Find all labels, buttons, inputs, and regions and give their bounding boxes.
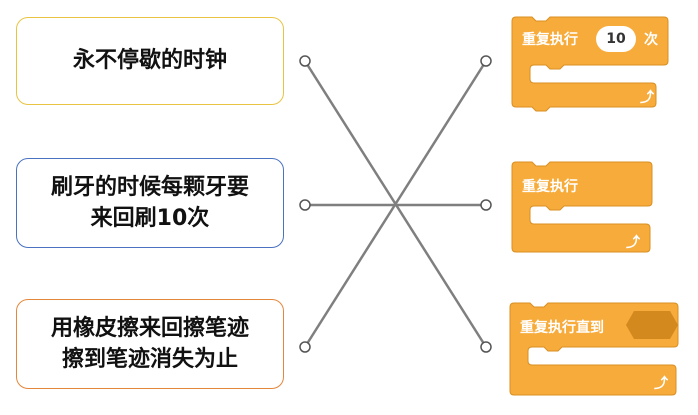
loop-arrow-icon: ⤴ — [654, 376, 668, 392]
loop-arrow-icon: ⤴ — [640, 90, 654, 106]
repeat-until-block[interactable]: 重复执行直到 ⤴ — [509, 302, 680, 397]
scenario-card-clock[interactable]: 永不停歇的时钟 — [16, 17, 284, 105]
forever-block[interactable]: 重复执行 ⤴ — [511, 161, 653, 254]
c-block-shape — [509, 302, 679, 396]
block-label: 重复执行直到 — [520, 320, 604, 336]
connector-dot-left-2[interactable] — [299, 199, 311, 211]
connector-dot-left-3[interactable] — [299, 341, 311, 353]
connector-dot-right-1[interactable] — [480, 55, 492, 67]
connector-line-3 — [303, 60, 488, 348]
block-label: 重复执行 — [522, 179, 578, 195]
c-block-shape — [511, 161, 653, 253]
block-suffix: 次 — [644, 32, 658, 48]
connector-dot-right-2[interactable] — [480, 199, 492, 211]
repeat-count-input[interactable]: 10 — [596, 26, 636, 52]
scenario-text: 用橡皮擦来回擦笔迹 擦到笔迹消失为止 — [50, 315, 249, 372]
scenario-text: 刷牙的时候每颗牙要 来回刷10次 — [50, 174, 249, 231]
scenario-text: 永不停歇的时钟 — [72, 48, 227, 74]
condition-slot-hexagon[interactable] — [626, 311, 678, 339]
connector-dot-left-1[interactable] — [299, 55, 311, 67]
loop-arrow-icon: ⤴ — [626, 235, 640, 251]
repeat-n-times-block[interactable]: 重复执行 10 次 ⤴ — [511, 16, 672, 112]
block-label: 重复执行 — [522, 32, 578, 48]
connector-line-1 — [303, 60, 488, 348]
scenario-card-brushing[interactable]: 刷牙的时候每颗牙要 来回刷10次 — [16, 158, 284, 248]
connector-dot-right-3[interactable] — [480, 341, 492, 353]
scenario-card-erasing[interactable]: 用橡皮擦来回擦笔迹 擦到笔迹消失为止 — [16, 299, 284, 389]
